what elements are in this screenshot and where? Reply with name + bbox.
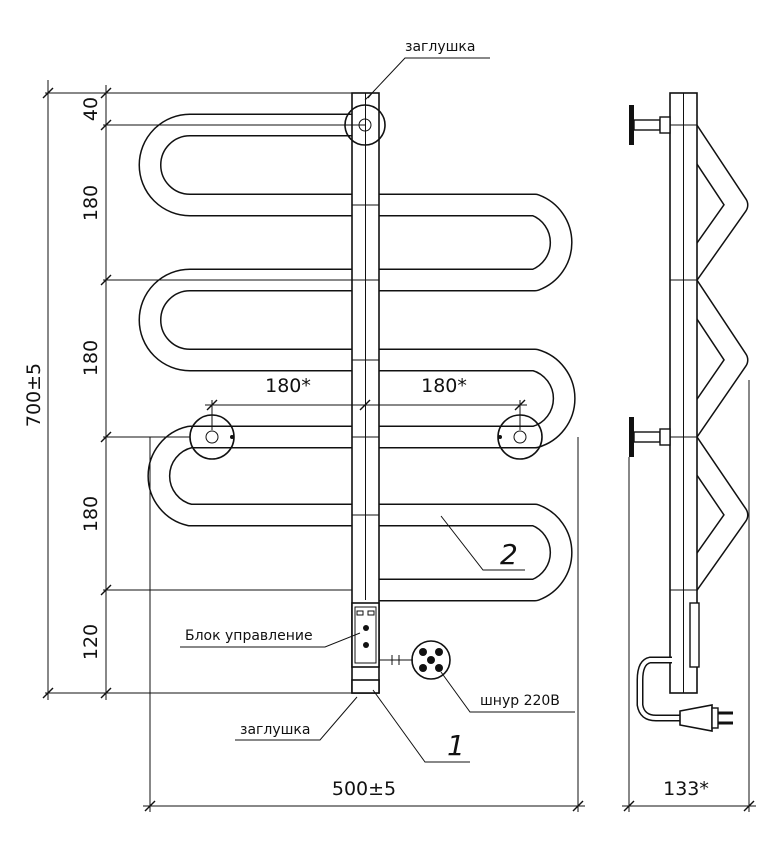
width-dimension (143, 437, 585, 812)
depth-dimension (622, 380, 756, 812)
side-zigzag-inner (674, 119, 747, 596)
side-view (622, 92, 756, 812)
side-bracket-top (629, 105, 671, 145)
collector-joints (352, 204, 379, 516)
dim-width: 500±5 (332, 778, 396, 800)
cord-connector (379, 640, 451, 680)
dim-segment-2: 180 (80, 340, 102, 376)
side-joints (670, 124, 697, 591)
part-2-number: 2 (500, 538, 518, 571)
side-power-cord (636, 656, 733, 732)
control-block-label: Блок управление (185, 628, 313, 644)
part-1-number: 1 (447, 729, 465, 762)
bottom-plug-label: заглушка (240, 722, 310, 738)
mount-spacing-dimensions (205, 399, 527, 430)
top-plug-label: заглушка (405, 39, 475, 55)
dim-total-height: 700±5 (23, 363, 45, 427)
dim-segment-1: 180 (80, 185, 102, 221)
dim-top-segment: 40 (80, 97, 102, 121)
dim-mount-left: 180* (265, 375, 311, 397)
front-view (138, 92, 576, 694)
dim-mount-right: 180* (421, 375, 467, 397)
bottom-plug (351, 679, 380, 694)
dim-bottom-segment: 120 (80, 624, 102, 660)
leaders (180, 57, 575, 763)
height-dimensions (42, 80, 365, 700)
control-block (351, 602, 380, 668)
serpentine-tube-inner (140, 115, 575, 600)
side-bracket-middle (629, 417, 671, 457)
cord-label: шнур 220В (480, 693, 560, 709)
dim-segment-3: 180 (80, 496, 102, 532)
side-control-block (689, 602, 700, 668)
dim-depth: 133* (663, 778, 709, 800)
